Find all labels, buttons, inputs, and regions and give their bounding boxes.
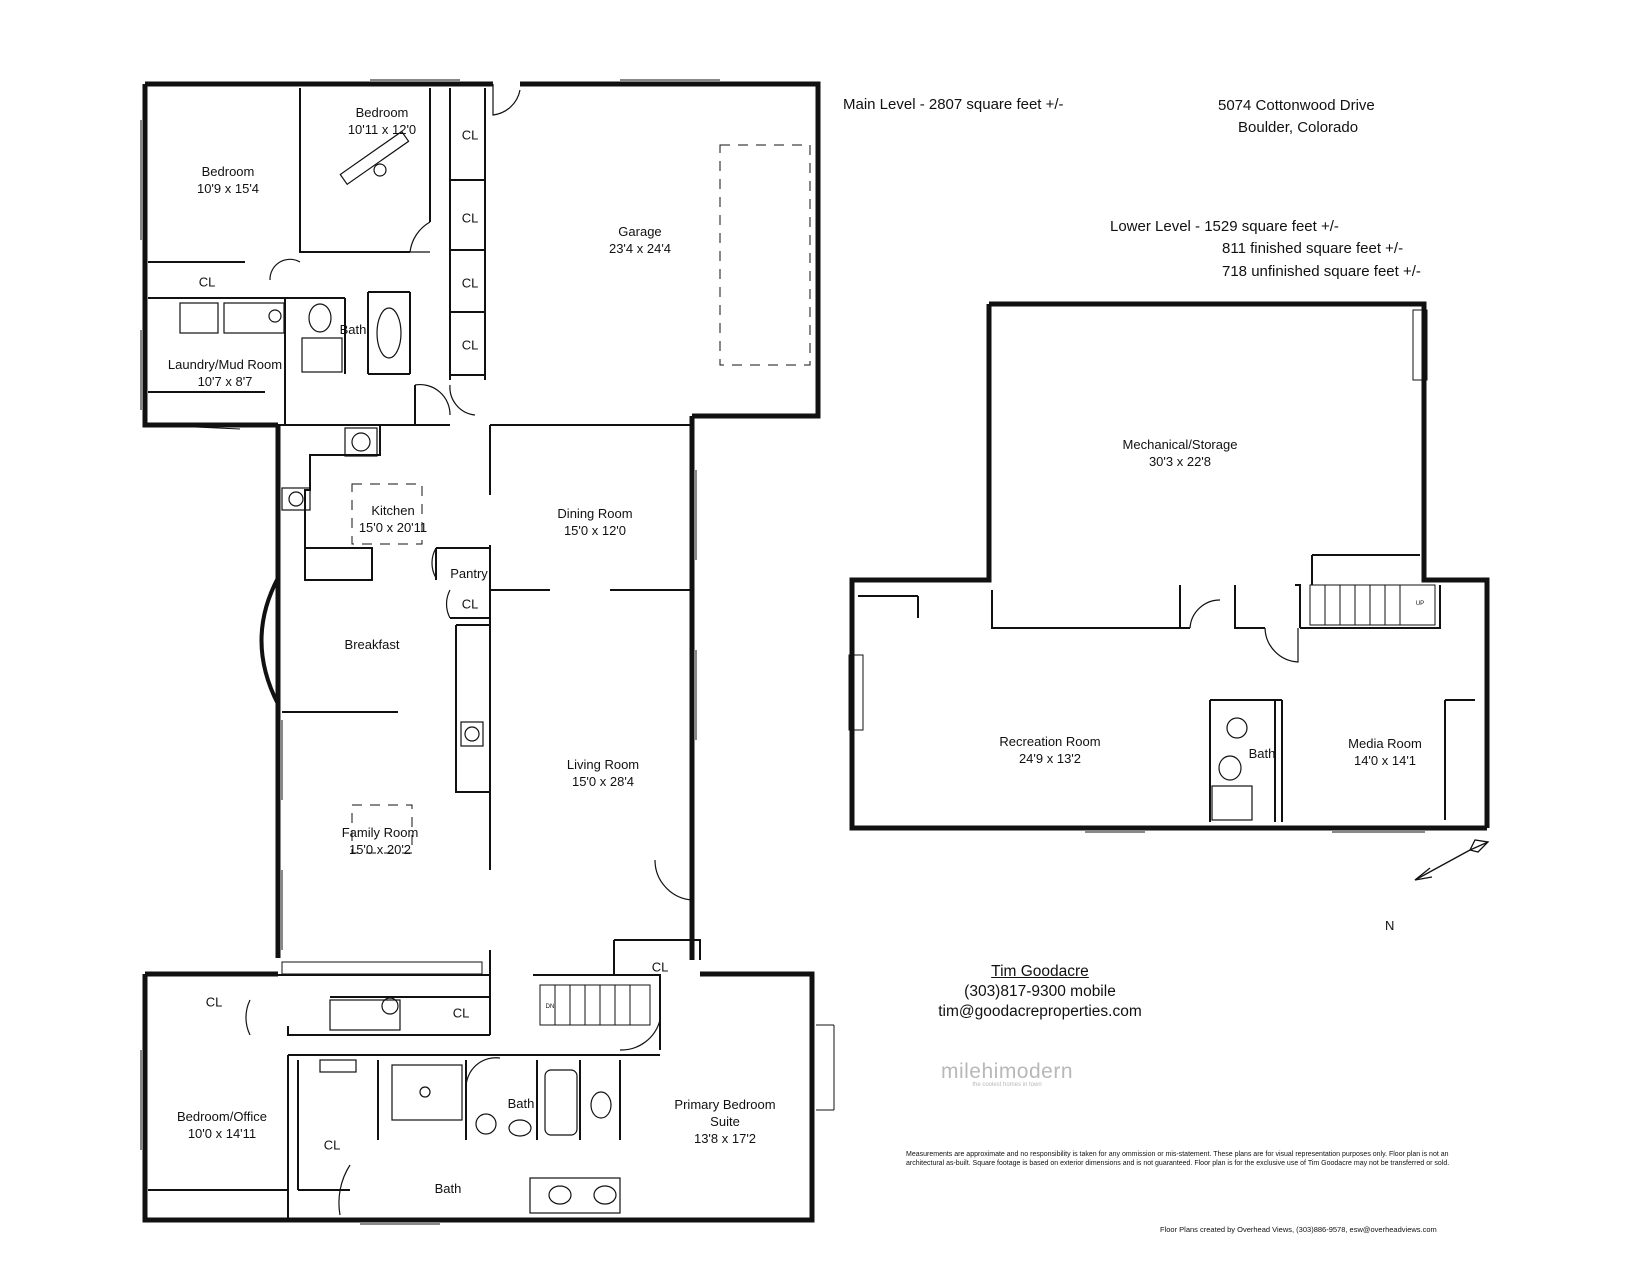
closet-label: CL	[205, 994, 223, 1010]
closet-label: CL	[461, 337, 479, 353]
closet-label: CL	[651, 959, 669, 975]
closet-label: CL	[323, 1137, 341, 1153]
stairs-down-label: DN	[545, 1004, 555, 1010]
lower-level-sqft: Lower Level - 1529 square feet +/-	[1110, 218, 1339, 235]
garage-parking-outline	[719, 144, 811, 366]
lower-level-fixtures	[1189, 599, 1299, 821]
fireplace-hearth	[281, 961, 483, 975]
compass-north-label: N	[1385, 918, 1395, 933]
main-level-sqft: Main Level - 2807 square feet +/-	[843, 96, 1064, 113]
closet-label: CL	[461, 275, 479, 291]
closet-label: CL	[452, 1005, 470, 1021]
agent-contact: Tim Goodacre (303)817-9300 mobile tim@go…	[938, 962, 1142, 1022]
main-level-interior-walls	[148, 88, 701, 1220]
room-bath-main: Bath	[339, 322, 367, 337]
lower-level-finished: 811 finished square feet +/-	[1222, 240, 1404, 257]
closet-label: CL	[461, 127, 479, 143]
kitchen-island	[351, 483, 423, 545]
closet-label: CL	[461, 210, 479, 226]
room-breakfast: Breakfast	[344, 637, 400, 652]
main-level-stairs	[539, 984, 651, 1026]
agent-email: tim@goodacreproperties.com	[938, 1003, 1142, 1020]
north-arrow-icon	[1414, 839, 1490, 881]
brand-name: milehimodern	[940, 1060, 1074, 1083]
address-line-2: Boulder, Colorado	[1238, 119, 1359, 136]
lower-level-exterior-walls	[849, 301, 1490, 831]
main-level-fixtures	[179, 130, 621, 1214]
lower-level-windows	[848, 309, 1428, 833]
room-pantry: Pantry	[450, 566, 488, 581]
lower-level-unfinished: 718 unfinished square feet +/-	[1222, 263, 1421, 280]
room-bath-lower: Bath	[1248, 746, 1276, 761]
main-level-exterior-walls	[142, 81, 821, 1223]
closet-label: CL	[461, 596, 479, 612]
closet-label: CL	[198, 274, 216, 290]
credit-text: Floor Plans created by Overhead Views, (…	[1160, 1225, 1437, 1234]
lower-level-interior-walls	[858, 554, 1475, 822]
agent-name: Tim Goodacre	[991, 963, 1089, 980]
address-line-1: 5074 Cottonwood Drive	[1218, 97, 1375, 114]
room-bath-suite: Bath	[434, 1181, 462, 1196]
agent-phone: (303)817-9300 mobile	[964, 983, 1116, 1000]
brand-tagline: the coolest homes in town	[972, 1082, 1042, 1088]
stairs-up-label: UP	[1415, 601, 1425, 607]
brand-logo: milehimodern the coolest homes in town	[941, 1060, 1073, 1088]
disclaimer-text: Measurements are approximate and no resp…	[906, 1151, 1450, 1167]
room-bath-primary: Bath	[507, 1096, 535, 1111]
lower-level-stairs	[1309, 584, 1436, 626]
main-level-door-swings	[245, 84, 693, 1216]
main-level-windows	[140, 79, 835, 1225]
bay-window	[259, 577, 280, 705]
